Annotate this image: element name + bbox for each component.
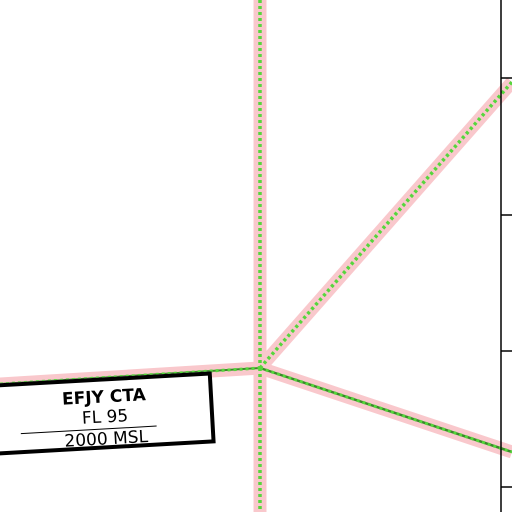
boundary-halo-northeast — [255, 77, 512, 373]
airspace-label: EFJY CTA FL 95 2000 MSL — [0, 371, 216, 456]
route-line-southeast — [259, 366, 512, 454]
scale-bar — [500, 0, 512, 512]
